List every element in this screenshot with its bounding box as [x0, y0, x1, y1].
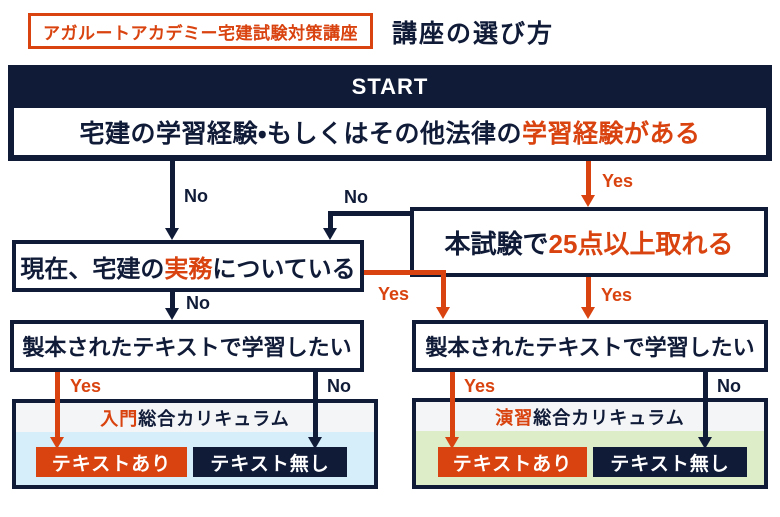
question-experience-accent: 学習経験がある [522, 119, 701, 148]
arrow-exam-yes-line [586, 277, 591, 308]
arrow-exp-no-line [170, 161, 175, 229]
panel-enshu-title-accent: 演習 [495, 407, 534, 428]
question-text-left: 製本されたテキストで学習したい [22, 335, 352, 360]
arrow-exam-no-hline [330, 211, 412, 216]
panel-enshu-body: テキストあり テキスト無し [416, 431, 764, 485]
panel-enshu-title: 演習総合カリキュラム [416, 402, 764, 431]
question-text-left-box: 製本されたテキストで学習したい [10, 320, 364, 372]
question-text-right: 製本されたテキストで学習したい [425, 335, 755, 360]
arrow-textr-yes-line [450, 372, 455, 438]
start-block: START 宅建の学習経験・もしくはその他法律の学習経験がある [8, 65, 772, 161]
arrow-work-yes-hline [364, 270, 446, 275]
label-exam-no: No [344, 187, 368, 207]
enshu-text-without-button[interactable]: テキスト無し [593, 447, 747, 477]
arrow-exam-yes-head [581, 307, 595, 319]
arrow-exam-no-vline [328, 211, 333, 229]
question-work-box: 現在、宅建の実務についている [12, 240, 364, 292]
page-title: 講座の選び方 [392, 20, 555, 48]
arrow-textl-yes-head [50, 437, 64, 449]
arrow-textl-yes-line [55, 372, 60, 438]
label-textl-yes: Yes [70, 376, 102, 396]
brand-label-box: アガルートアカデミー宅建試験対策講座 [28, 13, 373, 49]
panel-nyumon-title-accent: 入門 [100, 408, 139, 429]
label-textr-no: No [717, 376, 741, 396]
panel-nyumon-title: 入門総合カリキュラム [16, 403, 374, 432]
question-experience-main: 宅建の学習経験・もしくはその他法律の [79, 119, 522, 148]
label-exp-yes: Yes [602, 171, 634, 191]
arrow-work-no-line [170, 292, 175, 309]
arrow-exp-yes-line [586, 161, 591, 196]
label-exp-no: No [184, 186, 208, 206]
arrow-work-yes-head [436, 307, 450, 319]
label-work-no: No [186, 293, 210, 313]
nyumon-text-with-button[interactable]: テキストあり [36, 447, 187, 477]
arrow-exam-no-head [323, 228, 337, 240]
nyumon-text-without-button[interactable]: テキスト無し [193, 447, 347, 477]
question-work-post: についている [212, 255, 356, 283]
arrow-textl-no-head [308, 437, 322, 449]
panel-enshu-curriculum: 演習総合カリキュラム テキストあり テキスト無し [412, 398, 768, 489]
start-label: START [351, 73, 429, 99]
label-work-yes: Yes [378, 284, 410, 304]
question-exam-accent: 25点以上取れる [548, 228, 734, 259]
arrow-exp-no-head [165, 228, 179, 240]
arrow-textr-yes-head [445, 437, 459, 449]
label-textr-yes: Yes [464, 376, 496, 396]
panel-enshu-title-rest: 総合カリキュラム [533, 407, 685, 428]
arrow-textr-no-head [698, 437, 712, 449]
arrow-exp-yes-head [581, 195, 595, 207]
label-exam-yes: Yes [601, 285, 633, 305]
label-textl-no: No [327, 376, 351, 396]
arrow-work-no-head [165, 308, 179, 320]
arrow-textr-no-line [703, 372, 708, 438]
question-exam-main: 本試験で [444, 228, 549, 259]
panel-nyumon-curriculum: 入門総合カリキュラム テキストあり テキスト無し [12, 399, 378, 489]
enshu-text-with-button[interactable]: テキストあり [438, 447, 587, 477]
brand-label: アガルートアカデミー宅建試験対策講座 [43, 23, 358, 43]
arrow-textl-no-line [313, 372, 318, 438]
panel-nyumon-title-rest: 総合カリキュラム [138, 408, 290, 429]
question-work-pre: 現在、宅建の [20, 255, 165, 283]
arrow-work-yes-vline [441, 270, 446, 308]
question-work-accent: 実務 [164, 255, 213, 283]
question-experience-box: 宅建の学習経験・もしくはその他法律の学習経験がある [14, 108, 766, 155]
question-text-right-box: 製本されたテキストで学習したい [412, 320, 768, 372]
